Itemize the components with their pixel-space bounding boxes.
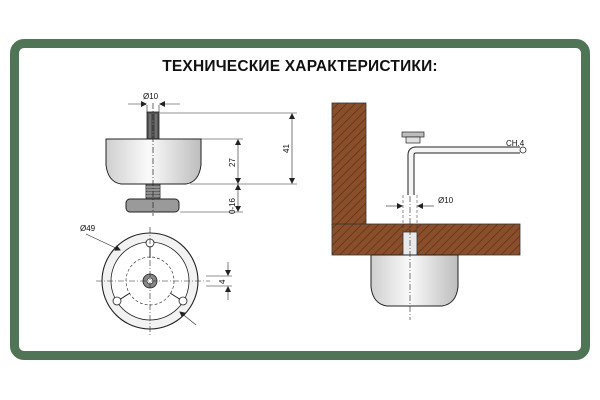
wood-panel-vertical (331, 102, 367, 226)
dim-top-diameter: Ø49 (80, 224, 96, 233)
wood-shelf (331, 223, 521, 256)
hex-key (408, 147, 520, 195)
base-disc (125, 198, 180, 213)
dim-body-height: 27 (228, 158, 237, 167)
dim-hole-diameter: Ø10 (438, 196, 454, 205)
dim-bolt-diameter: Ø10 (143, 92, 159, 101)
hex-key-size: CH.4 (506, 139, 525, 148)
spec-panel (10, 39, 590, 360)
side-view: Ø10 27 41 0-16 (105, 92, 297, 216)
cap-body (105, 138, 202, 185)
top-view: Ø49 4 (80, 224, 232, 335)
small-cap (401, 131, 425, 138)
dim-total-height: 41 (282, 144, 291, 153)
dim-offset: 4 (218, 279, 227, 284)
page-title: ТЕХНИЧЕСКИЕ ХАРАКТЕРИСТИКИ: (162, 58, 438, 75)
dim-adjust-range: 0-16 (228, 197, 237, 214)
installed-foot (370, 254, 459, 307)
install-view: CH.4 Ø10 (331, 102, 527, 320)
